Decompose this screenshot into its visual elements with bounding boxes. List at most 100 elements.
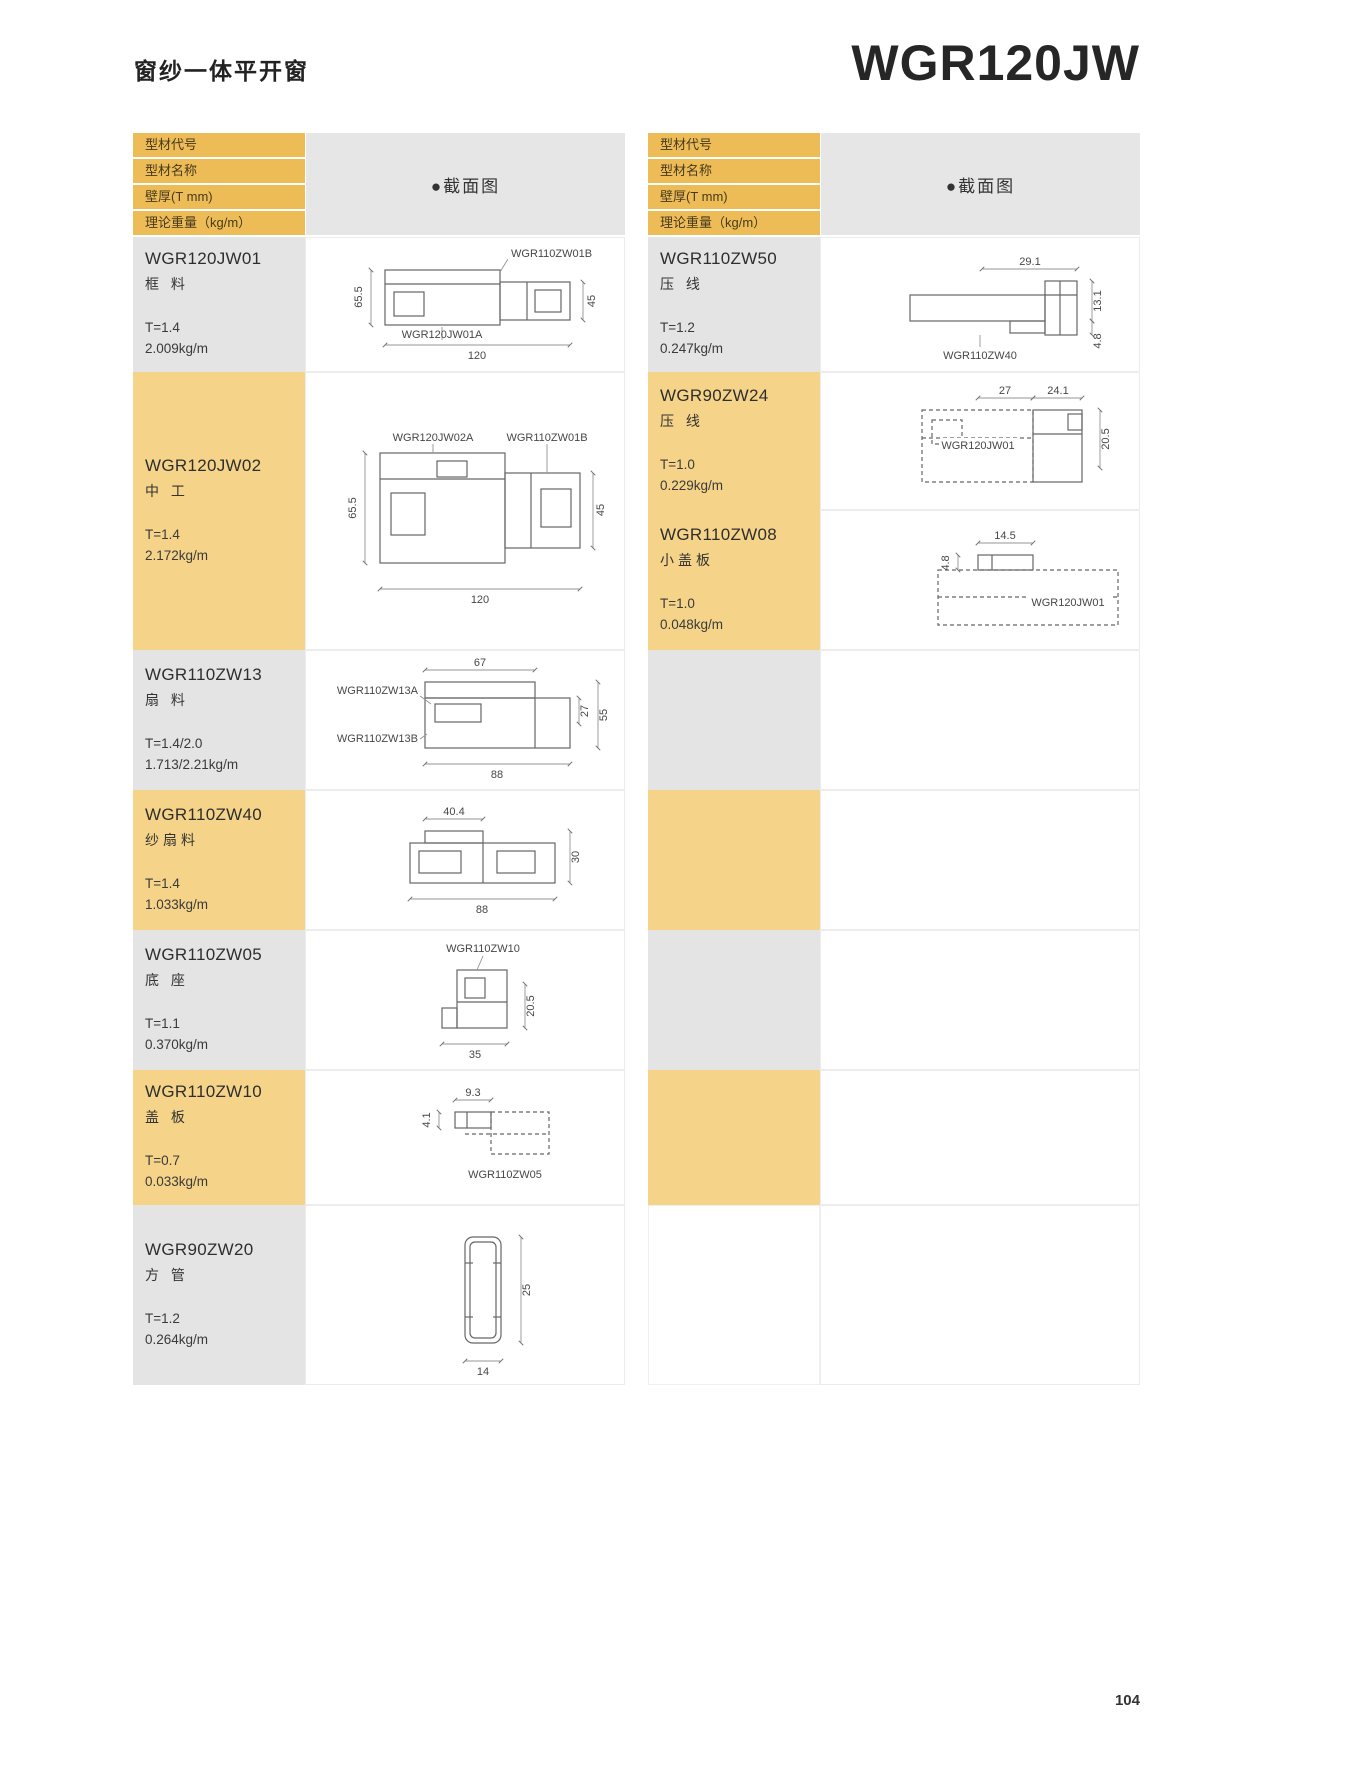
profile-label-cell: WGR110ZW05 底 座 T=1.1 0.370kg/m bbox=[133, 930, 305, 1070]
cross-section-diagram: 14.5 4.8 WGR120JW01 bbox=[820, 510, 1140, 650]
empty-diagram-cell bbox=[820, 650, 1140, 790]
header-wall-thickness: 壁厚(T mm) bbox=[133, 185, 305, 209]
profile-label-cell: WGR110ZW08 小盖板 T=1.0 0.048kg/m bbox=[648, 510, 820, 650]
empty-diagram-cell bbox=[820, 1205, 1140, 1385]
profile-code: WGR120JW02 bbox=[145, 455, 262, 475]
dim-label: 35 bbox=[469, 1049, 481, 1061]
dim-label: 120 bbox=[468, 350, 486, 362]
cross-section-drawing: 14.5 4.8 WGR120JW01 bbox=[937, 530, 1119, 626]
profile-row-wgr110zw08: WGR110ZW08 小盖板 T=1.0 0.048kg/m bbox=[648, 510, 1140, 650]
dim-label: 120 bbox=[471, 594, 489, 606]
left-profile-table: 型材代号 型材名称 壁厚(T mm) 理论重量（kg/m） ●截面图 WGR12… bbox=[133, 133, 625, 1385]
profile-row-wgr120jw02: WGR120JW02 中 工 T=1.4 2.172kg/m bbox=[133, 372, 625, 650]
part-label: WGR110ZW01B bbox=[506, 432, 587, 444]
profile-row-wgr90zw20: WGR90ZW20 方 管 T=1.2 0.264kg/m 25 1 bbox=[133, 1205, 625, 1385]
empty-label-cell bbox=[648, 930, 820, 1070]
model-code: WGR120JW bbox=[851, 35, 1140, 91]
profile-code: WGR110ZW08 bbox=[660, 524, 777, 544]
profile-label-cell: WGR120JW02 中 工 T=1.4 2.172kg/m bbox=[133, 372, 305, 650]
profile-name: 框 料 bbox=[145, 276, 189, 293]
profile-label-cell: WGR90ZW20 方 管 T=1.2 0.264kg/m bbox=[133, 1205, 305, 1385]
empty-diagram-cell bbox=[820, 790, 1140, 930]
right-profile-table: 型材代号 型材名称 壁厚(T mm) 理论重量（kg/m） ●截面图 WGR11… bbox=[648, 133, 1140, 1385]
cross-section-diagram: 25 14 bbox=[305, 1205, 625, 1385]
profile-code: WGR90ZW24 bbox=[660, 385, 769, 405]
profile-label-cell: WGR110ZW50 压 线 T=1.2 0.247kg/m bbox=[648, 237, 820, 372]
profile-weight: 2.172kg/m bbox=[145, 547, 209, 563]
header-label-column: 型材代号 型材名称 壁厚(T mm) 理论重量（kg/m） bbox=[133, 133, 305, 237]
cross-section-drawing: 25 14 bbox=[462, 1234, 533, 1378]
profile-code: WGR110ZW13 bbox=[145, 664, 262, 684]
part-label: WGR110ZW40 bbox=[943, 350, 1017, 362]
profile-specs: T=1.1 0.370kg/m bbox=[145, 1014, 293, 1056]
empty-label-cell bbox=[648, 790, 820, 930]
cross-section-drawing: 27 24.1 20.5 WGR120JW01 bbox=[921, 385, 1112, 483]
profile-thickness: T=1.4 bbox=[145, 875, 180, 891]
profile-name: 中 工 bbox=[145, 482, 189, 499]
dim-label: 14 bbox=[477, 1366, 489, 1378]
profile-label-cell: WGR120JW01 框 料 T=1.4 2.009kg/m bbox=[133, 237, 305, 372]
cross-section-diagram: 67 27 55 88 WGR110ZW13A WGR110ZW13B bbox=[305, 650, 625, 790]
profile-weight: 0.229kg/m bbox=[660, 477, 724, 493]
profile-thickness: T=1.0 bbox=[660, 456, 695, 472]
header-profile-code: 型材代号 bbox=[133, 133, 305, 157]
profile-name: 纱扇料 bbox=[145, 831, 199, 848]
right-table-header: 型材代号 型材名称 壁厚(T mm) 理论重量（kg/m） ●截面图 bbox=[648, 133, 1140, 237]
part-label: WGR110ZW05 bbox=[468, 1169, 542, 1181]
profile-specs: T=1.0 0.229kg/m bbox=[660, 455, 808, 497]
part-label: WGR120JW01 bbox=[1031, 597, 1104, 609]
profile-code: WGR110ZW10 bbox=[145, 1082, 262, 1102]
part-label: WGR110ZW01B bbox=[511, 248, 592, 260]
profile-specs: T=1.4 2.172kg/m bbox=[145, 525, 293, 567]
profile-row-wgr110zw05: WGR110ZW05 底 座 T=1.1 0.370kg/m WG bbox=[133, 930, 625, 1070]
left-table-header: 型材代号 型材名称 壁厚(T mm) 理论重量（kg/m） ●截面图 bbox=[133, 133, 625, 237]
cross-section-drawing: 40.4 30 88 bbox=[407, 806, 582, 916]
profile-name: 压 线 bbox=[660, 412, 704, 429]
profile-code: WGR110ZW40 bbox=[145, 804, 262, 824]
profile-specs: T=0.7 0.033kg/m bbox=[145, 1151, 293, 1193]
profile-row-wgr110zw10: WGR110ZW10 盖 板 T=0.7 0.033kg/m bbox=[133, 1070, 625, 1205]
cross-section-diagram: 65.5 45 120 WGR110ZW01B WGR120JW01A bbox=[305, 237, 625, 372]
profile-specs: T=1.4/2.0 1.713/2.21kg/m bbox=[145, 734, 293, 776]
header-section-diagram: ●截面图 bbox=[821, 133, 1140, 235]
empty-diagram-cell bbox=[820, 1070, 1140, 1205]
dim-label: 14.5 bbox=[994, 530, 1015, 542]
profile-thickness: T=1.2 bbox=[660, 320, 695, 336]
profile-name: 盖 板 bbox=[145, 1109, 189, 1126]
profile-code: WGR90ZW20 bbox=[145, 1239, 254, 1259]
profile-name: 小盖板 bbox=[660, 551, 714, 568]
empty-row bbox=[648, 790, 1140, 930]
header-theoretical-weight: 理论重量（kg/m） bbox=[133, 211, 305, 235]
cross-section-drawing: 67 27 55 88 WGR110ZW13A WGR110ZW13B bbox=[337, 657, 610, 781]
cross-section-diagram: 29.1 13.1 4.8 WGR110ZW40 bbox=[820, 237, 1140, 372]
profile-code: WGR110ZW50 bbox=[660, 249, 777, 269]
header-profile-code: 型材代号 bbox=[648, 133, 820, 157]
empty-label-cell bbox=[648, 650, 820, 790]
dim-label: 27 bbox=[579, 705, 591, 717]
profile-label-cell: WGR90ZW24 压 线 T=1.0 0.229kg/m bbox=[648, 372, 820, 510]
dim-label: 55 bbox=[598, 709, 610, 721]
profile-weight: 0.033kg/m bbox=[145, 1174, 209, 1189]
cross-section-diagram: 9.3 4.1 WGR110ZW05 bbox=[305, 1070, 625, 1205]
dim-label: 27 bbox=[999, 385, 1011, 397]
dim-label: 65.5 bbox=[353, 286, 365, 307]
header-profile-name: 型材名称 bbox=[648, 159, 820, 183]
dim-label: 13.1 bbox=[1092, 290, 1104, 311]
empty-label-cell bbox=[648, 1070, 820, 1205]
dim-label: 45 bbox=[586, 294, 598, 306]
cross-section-diagram: WGR110ZW10 20.5 35 bbox=[305, 930, 625, 1070]
header-wall-thickness: 壁厚(T mm) bbox=[648, 185, 820, 209]
profile-specs: T=1.2 0.264kg/m bbox=[145, 1309, 293, 1351]
profile-weight: 1.713/2.21kg/m bbox=[145, 756, 239, 772]
header-theoretical-weight: 理论重量（kg/m） bbox=[648, 211, 820, 235]
profile-name: 扇 料 bbox=[145, 691, 189, 708]
profile-name: 方 管 bbox=[145, 1266, 189, 1283]
page-title: 窗纱一体平开窗 bbox=[134, 58, 309, 84]
profile-weight: 0.370kg/m bbox=[145, 1036, 209, 1052]
profile-code: WGR120JW01 bbox=[145, 249, 262, 269]
profile-specs: T=1.4 1.033kg/m bbox=[145, 874, 293, 916]
dim-label: 25 bbox=[521, 1284, 533, 1296]
part-label: WGR120JW01A bbox=[402, 329, 483, 341]
profile-row-wgr110zw40: WGR110ZW40 纱扇料 T=1.4 1.033kg/m bbox=[133, 790, 625, 930]
cross-section-drawing: 65.5 45 120 WGR120JW02A WGR110ZW01B bbox=[347, 432, 607, 606]
